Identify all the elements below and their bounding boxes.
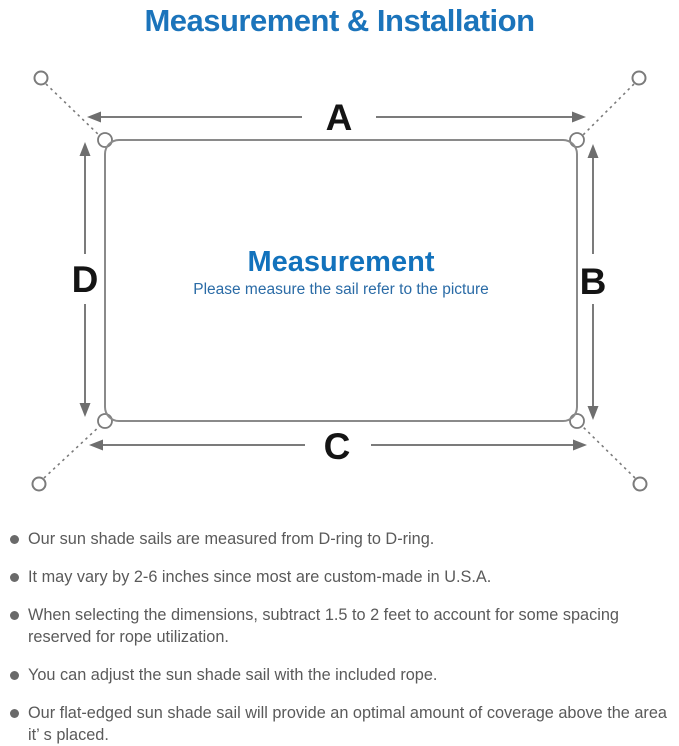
list-item: When selecting the dimensions, subtract …: [10, 604, 679, 648]
dimension-arrow-b: B: [580, 144, 607, 420]
dimension-arrow-c: C: [89, 426, 587, 467]
dimension-arrow-d: D: [72, 142, 99, 417]
anchor-ring-top-left-icon: [33, 70, 49, 86]
bullet-text: It may vary by 2-6 inches since most are…: [28, 568, 492, 586]
list-item: Our sun shade sails are measured from D-…: [10, 528, 679, 550]
sail-d-ring-bottom-left-icon: [97, 413, 113, 429]
instructions-list: Our sun shade sails are measured from D-…: [0, 515, 679, 746]
dimension-label-b: B: [580, 261, 607, 302]
bullet-text: Our sun shade sails are measured from D-…: [28, 530, 435, 548]
sail-outline: [104, 139, 578, 422]
list-item: It may vary by 2-6 inches since most are…: [10, 566, 679, 588]
bullet-icon: [10, 573, 19, 582]
bullet-icon: [10, 535, 19, 544]
bullet-icon: [10, 671, 19, 680]
measurement-subheading: Please measure the sail refer to the pic…: [193, 281, 489, 298]
dimension-label-c: C: [324, 426, 351, 467]
page-title: Measurement & Installation: [144, 3, 535, 38]
tether-line-bottom-left: [43, 423, 103, 479]
anchor-ring-bottom-right-icon: [632, 476, 648, 492]
measurement-heading: Measurement: [248, 246, 435, 278]
bullet-text: You can adjust the sun shade sail with t…: [28, 666, 438, 684]
tether-line-top-right: [579, 83, 635, 139]
measurement-diagram: A C D B Measurement Please measure the s…: [31, 70, 648, 492]
bullet-text: When selecting the dimensions, subtract …: [28, 606, 619, 646]
anchor-ring-bottom-left-icon: [31, 476, 47, 492]
bullet-icon: [10, 709, 19, 718]
dimension-arrow-a: A: [87, 97, 586, 138]
sail-d-ring-top-right-icon: [569, 132, 585, 148]
tether-line-top-left: [45, 83, 103, 139]
tether-line-bottom-right: [579, 423, 636, 479]
bullet-icon: [10, 611, 19, 620]
list-item: You can adjust the sun shade sail with t…: [10, 664, 679, 686]
sail-d-ring-top-left-icon: [97, 132, 113, 148]
anchor-ring-top-right-icon: [631, 70, 647, 86]
dimension-label-d: D: [72, 259, 99, 300]
sail-d-ring-bottom-right-icon: [569, 413, 585, 429]
list-item: Our flat-edged sun shade sail will provi…: [10, 702, 679, 746]
dimension-label-a: A: [326, 97, 353, 138]
bullet-text: Our flat-edged sun shade sail will provi…: [28, 704, 667, 744]
